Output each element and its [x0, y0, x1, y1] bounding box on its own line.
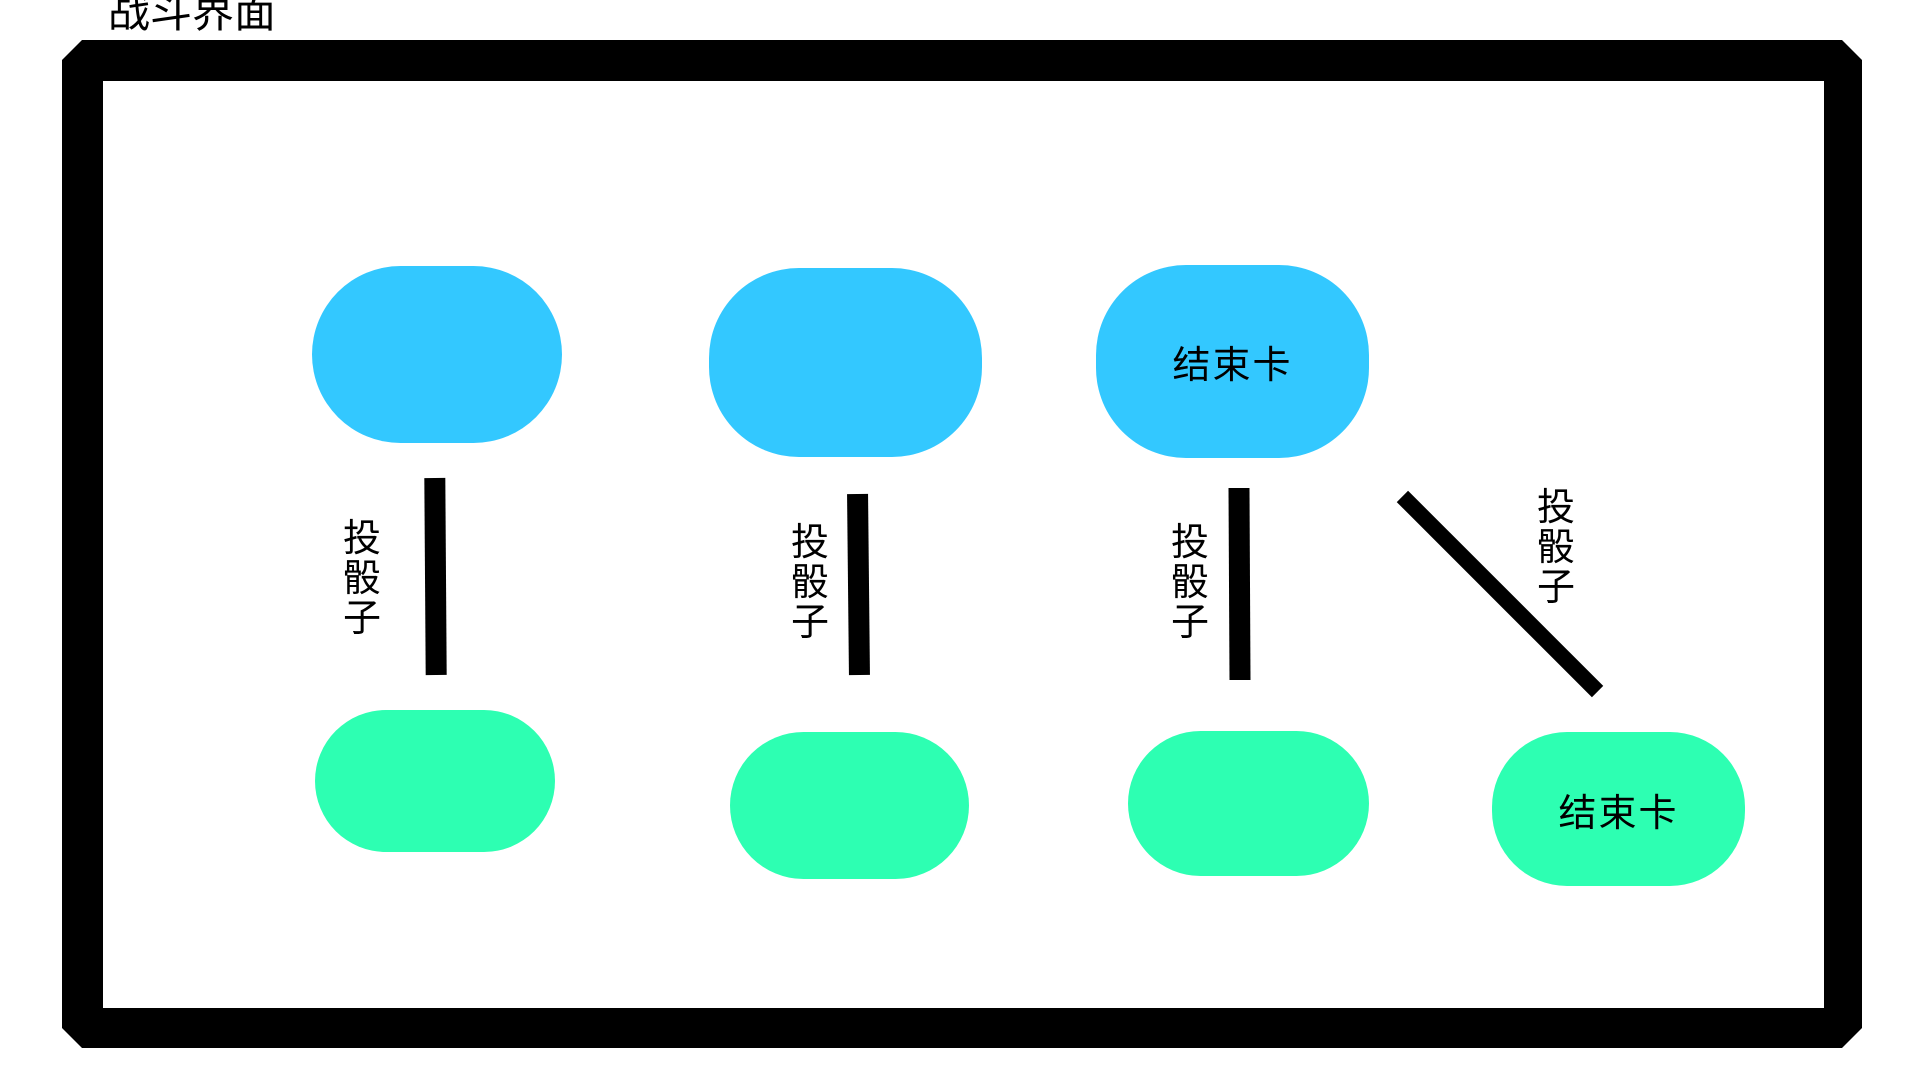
connector-1: [424, 477, 447, 676]
bottom-node-1: [315, 710, 555, 852]
bottom-node-end-card: 结束卡: [1492, 732, 1745, 886]
top-node-1: [312, 266, 562, 443]
connector-3: [1228, 487, 1251, 681]
edge-label-4: 投骰子: [1536, 485, 1575, 609]
connector-2: [847, 493, 870, 676]
top-node-end-card: 结束卡: [1096, 265, 1369, 458]
diagram-title: 战斗界面: [108, 0, 277, 37]
edge-label-2: 投骰子: [790, 520, 829, 644]
bottom-node-3: [1128, 731, 1369, 876]
top-node-2: [709, 268, 982, 457]
edge-label-3: 投骰子: [1170, 520, 1209, 644]
bottom-node-2: [730, 732, 969, 879]
edge-label-1: 投骰子: [342, 516, 381, 640]
